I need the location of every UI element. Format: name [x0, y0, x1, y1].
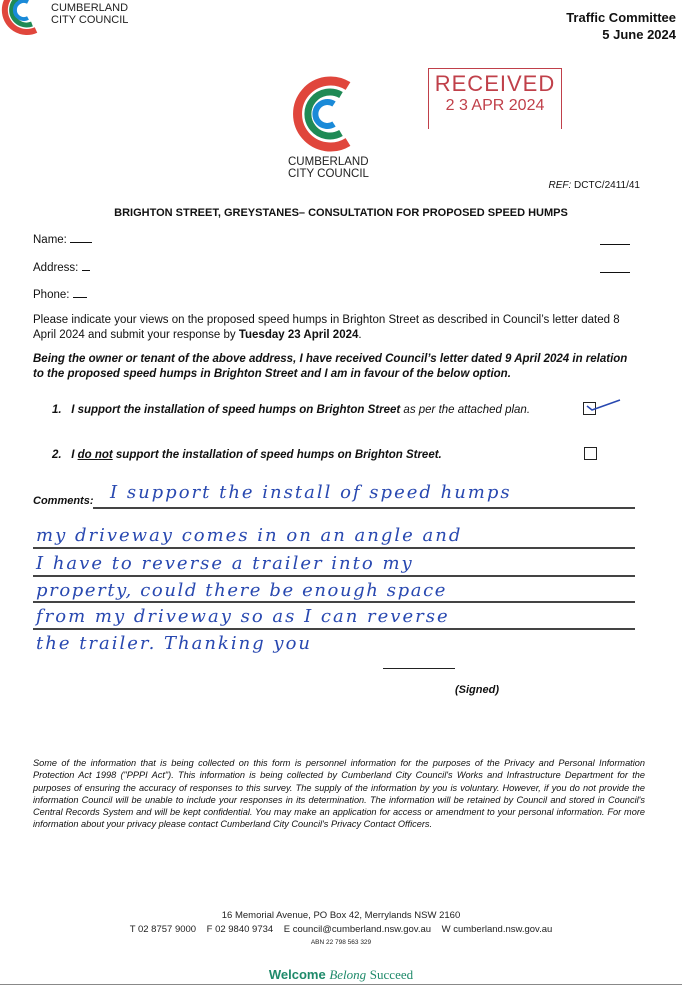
reference: REF: DCTC/2411/41	[548, 180, 640, 191]
slogan-succeed: Succeed	[369, 967, 414, 982]
owner-statement: Being the owner or tenant of the above a…	[33, 353, 628, 380]
address-label: Address:	[33, 262, 79, 274]
ref-value: DCTC/2411/41	[574, 180, 640, 191]
option-pre: I	[71, 449, 78, 461]
council-name: CUMBERLAND CITY COUNCIL	[288, 156, 369, 180]
phone-field: Phone:	[33, 289, 87, 301]
option-number: 1.	[52, 404, 62, 416]
handwritten-comment: I support the install of speed humps	[110, 482, 512, 503]
privacy-notice: Some of the information that is being co…	[33, 758, 645, 830]
comment-line	[33, 575, 635, 577]
meeting-date: 5 June 2024	[602, 27, 676, 42]
intro-text: Please indicate your views on the propos…	[33, 314, 620, 341]
footer-contacts: T 02 8757 9000 F 02 9840 9734 E council@…	[129, 924, 553, 935]
signed-label: (Signed)	[455, 684, 499, 696]
option-text: I support the installation of speed hump…	[71, 404, 401, 416]
council-name-small: CUMBERLAND CITY COUNCIL	[51, 2, 128, 26]
council-logo-icon	[293, 76, 351, 152]
footer-divider	[0, 984, 682, 985]
meeting-header: Traffic Committee 5 June 2024	[566, 9, 676, 43]
name-label: Name:	[33, 234, 67, 246]
field-line	[600, 272, 630, 273]
slogan-belong: Belong	[329, 967, 367, 982]
field-line	[600, 244, 630, 245]
stamp-label: RECEIVED	[434, 71, 556, 96]
intro-end: .	[358, 329, 362, 341]
footer-abn: ABN 22 798 563 329	[310, 939, 372, 946]
deadline: Tuesday 23 April 2024	[238, 329, 359, 341]
checkmark-icon	[586, 399, 621, 411]
council-name-line2: CITY COUNCIL	[51, 14, 129, 26]
logo-line2: CITY COUNCIL	[288, 168, 369, 180]
ref-label: REF:	[548, 180, 572, 191]
address-field: Address:	[33, 262, 90, 274]
council-name-line1: CUMBERLAND	[51, 2, 129, 14]
option-1: 1. I support the installation of speed h…	[52, 404, 530, 416]
option-suffix: as per the attached plan.	[400, 404, 531, 416]
stamp-date: 2 3 APR 2024	[445, 97, 545, 114]
comments-label: Comments:	[33, 495, 94, 507]
option-emphasis: do not	[77, 449, 113, 461]
handwritten-comment: my driveway comes in on an angle and	[36, 525, 463, 546]
handwritten-comment: the trailer. Thanking you	[36, 633, 313, 654]
received-stamp: RECEIVED 2 3 APR 2024	[428, 68, 562, 129]
council-logo-small-icon	[1, 0, 38, 35]
name-field: Name:	[33, 234, 93, 246]
handwritten-comment: I have to reverse a trailer into my	[36, 553, 414, 574]
logo-line1: CUMBERLAND	[288, 156, 369, 168]
form-title: BRIGHTON STREET, GREYSTANES– CONSULTATIO…	[114, 207, 568, 219]
footer-address: 16 Memorial Avenue, PO Box 42, Merryland…	[221, 910, 461, 921]
phone-label: Phone:	[33, 289, 70, 301]
signature-line	[383, 668, 455, 669]
comment-line	[33, 601, 635, 603]
footer-slogan: Welcome Belong Succeed	[0, 967, 682, 983]
comment-line	[33, 628, 635, 630]
handwritten-comment: property, could there be enough space	[36, 580, 447, 601]
handwritten-comment: from my driveway so as I can reverse	[36, 606, 450, 627]
comment-line	[33, 547, 635, 549]
committee-name: Traffic Committee	[566, 10, 676, 25]
option-2: 2. I do not support the installation of …	[52, 449, 442, 461]
comment-line	[93, 507, 635, 509]
slogan-welcome: Welcome	[268, 967, 326, 982]
option-2-checkbox[interactable]	[584, 447, 597, 460]
option-number: 2.	[52, 449, 62, 461]
intro-paragraph: Please indicate your views on the propos…	[33, 313, 638, 343]
option-text: support the installation of speed humps …	[112, 449, 442, 461]
